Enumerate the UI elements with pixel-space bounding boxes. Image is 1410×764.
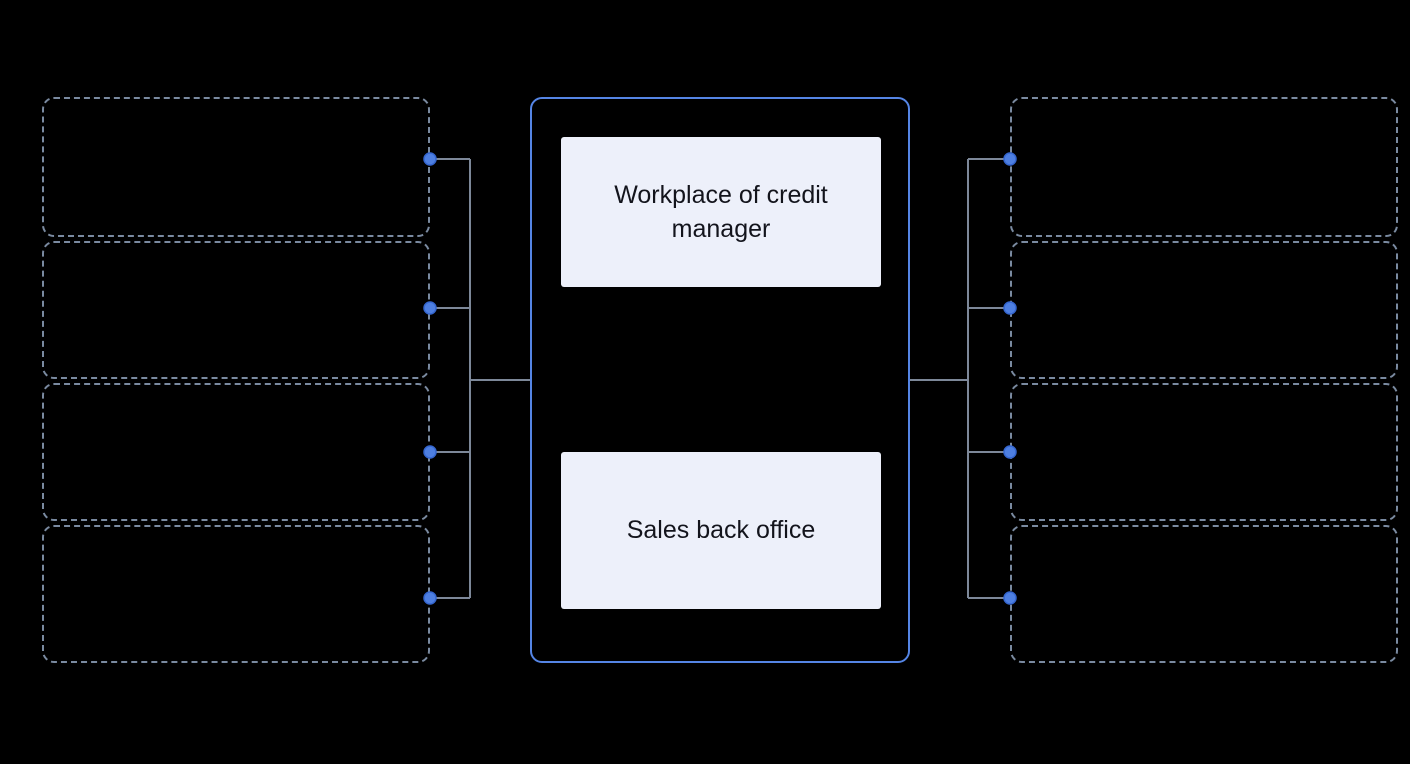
connector-dot-left-4[interactable] <box>423 591 437 605</box>
connector-dot-right-4[interactable] <box>1003 591 1017 605</box>
connector-dot-right-3[interactable] <box>1003 445 1017 459</box>
node-label: Sales back office <box>626 516 816 545</box>
connector-dot-left-1[interactable] <box>423 152 437 166</box>
dashed-panel-right-1[interactable] <box>1010 97 1398 237</box>
node-workplace-of-credit-manager[interactable]: Workplace of credit manager <box>561 137 881 287</box>
connector-dot-left-2[interactable] <box>423 301 437 315</box>
node-label: Workplace of credit manager <box>614 180 828 244</box>
dashed-panel-left-1[interactable] <box>42 97 430 237</box>
connector-dot-right-2[interactable] <box>1003 301 1017 315</box>
connector-dot-right-1[interactable] <box>1003 152 1017 166</box>
node-sales-back-office[interactable]: Sales back office <box>561 452 881 609</box>
connector-dot-left-3[interactable] <box>423 445 437 459</box>
center-container[interactable]: Workplace of credit manager Sales back o… <box>530 97 910 663</box>
